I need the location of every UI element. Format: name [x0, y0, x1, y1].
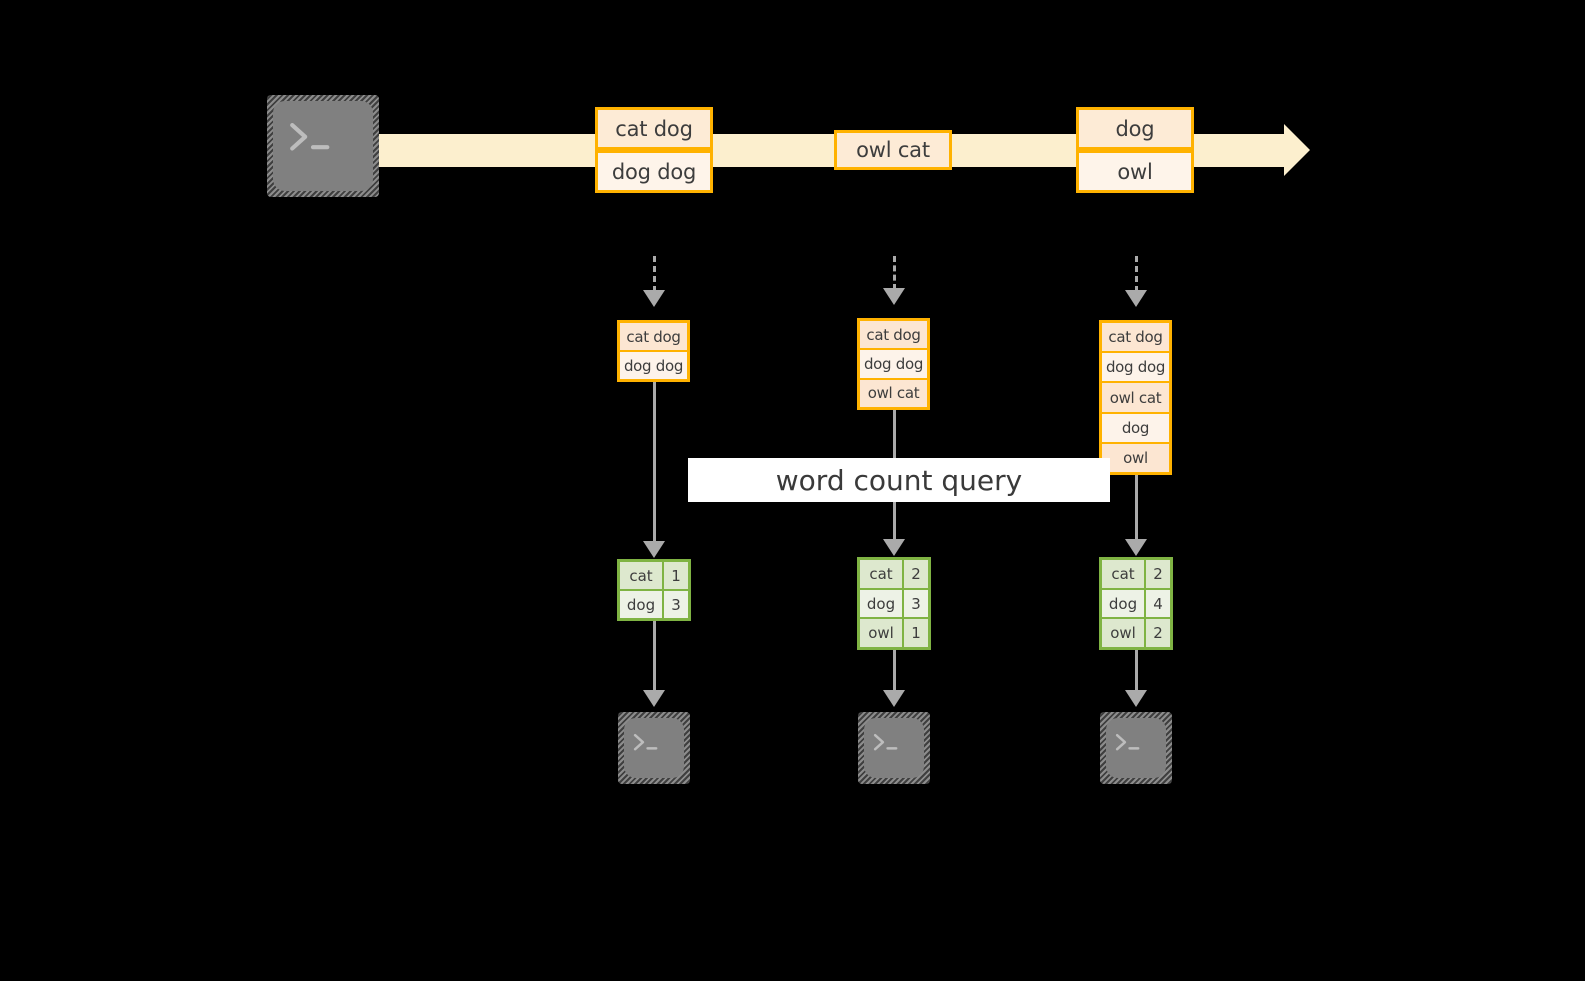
stream-record-text: owl cat: [856, 138, 930, 162]
terminal-prompt-icon: [290, 123, 330, 151]
result-word: owl: [1102, 619, 1146, 648]
snapshot-3-query-arrow-head-icon: [1125, 539, 1147, 556]
stream-record-text: cat dog: [615, 116, 693, 141]
accumulated-text: dog: [1121, 418, 1150, 437]
result-count: 1: [904, 619, 928, 648]
accumulated-row: cat dog: [620, 323, 687, 352]
table-row: owl 1: [860, 619, 928, 648]
table-row: cat 1: [620, 562, 688, 591]
terminal-prompt-icon: [1116, 733, 1140, 751]
snapshot-1-result-table: cat 1 dog 3: [617, 559, 691, 621]
query-banner-label: word count query: [775, 463, 1023, 497]
accumulated-text: owl cat: [1109, 388, 1162, 407]
table-row: owl 2: [1102, 619, 1170, 648]
snapshot-1-dashed-connector: [653, 256, 656, 292]
snapshot-1-sink-terminal-icon[interactable]: [618, 712, 690, 784]
result-count: 1: [664, 562, 688, 589]
stream-record-3-line-1: dog: [1076, 107, 1194, 150]
stream-record-text: dog: [1115, 116, 1155, 141]
snapshot-2-accumulated-stack: cat dog dog dog owl cat: [857, 318, 930, 410]
snapshot-2-sink-arrow-head-icon: [883, 690, 905, 707]
stream-record-1-line-2: dog dog: [595, 150, 713, 193]
terminal-prompt-icon: [634, 733, 658, 751]
result-word: dog: [1102, 589, 1146, 618]
result-count: 2: [904, 560, 928, 588]
result-count: 2: [1146, 560, 1170, 588]
snapshot-2-result-table: cat 2 dog 3 owl 1: [857, 557, 931, 650]
snapshot-3-sink-arrow-head-icon: [1125, 690, 1147, 707]
terminal-prompt-icon: [874, 733, 898, 751]
snapshot-3-dashed-arrow-head-icon: [1125, 290, 1147, 307]
result-word: dog: [620, 591, 664, 618]
snapshot-1-accumulated-stack: cat dog dog dog: [617, 320, 690, 382]
accumulated-row: dog dog: [860, 350, 927, 380]
snapshot-3-accumulated-stack: cat dog dog dog owl cat dog owl: [1099, 320, 1172, 475]
result-word: cat: [1102, 560, 1146, 588]
snapshot-1-sink-arrow-head-icon: [643, 690, 665, 707]
accumulated-row: owl cat: [1102, 383, 1169, 414]
snapshot-3-sink-connector: [1135, 650, 1138, 693]
result-word: dog: [860, 589, 904, 618]
snapshot-2-dashed-connector: [893, 256, 896, 290]
word-count-query-banner: word count query: [688, 458, 1110, 502]
snapshot-2-sink-terminal-icon[interactable]: [858, 712, 930, 784]
accumulated-text: dog dog: [863, 354, 924, 373]
accumulated-row: dog dog: [620, 352, 687, 379]
accumulated-text: owl: [1123, 448, 1148, 467]
snapshot-1-query-arrow-head-icon: [643, 541, 665, 558]
terminal-screen: [1106, 718, 1166, 778]
accumulated-text: cat dog: [1108, 328, 1163, 347]
accumulated-row: dog: [1102, 413, 1169, 444]
snapshot-3-query-connector: [1135, 475, 1138, 542]
result-count: 3: [904, 589, 928, 618]
terminal-screen: [273, 101, 373, 191]
snapshot-2-query-arrow-head-icon: [883, 539, 905, 556]
snapshot-1-sink-connector: [653, 621, 656, 693]
table-row: cat 2: [860, 560, 928, 590]
accumulated-row: owl cat: [860, 379, 927, 407]
stream-record-text: owl: [1117, 159, 1153, 184]
table-row: cat 2: [1102, 560, 1170, 590]
snapshot-2-dashed-arrow-head-icon: [883, 288, 905, 305]
result-word: owl: [860, 619, 904, 648]
stream-arrow-head-icon: [1284, 124, 1310, 176]
stream-record-text: dog dog: [611, 159, 697, 184]
table-row: dog 4: [1102, 589, 1170, 620]
snapshot-1-query-connector: [653, 382, 656, 544]
snapshot-2-sink-connector: [893, 650, 896, 693]
accumulated-row: dog dog: [1102, 353, 1169, 384]
snapshot-3-dashed-connector: [1135, 256, 1138, 292]
terminal-screen: [624, 718, 684, 778]
stream-record-1-line-1: cat dog: [595, 107, 713, 150]
table-row: dog 3: [620, 591, 688, 618]
table-row: dog 3: [860, 589, 928, 620]
result-count: 3: [664, 591, 688, 618]
stream-record-2-line-1: owl cat: [834, 130, 952, 170]
result-word: cat: [860, 560, 904, 588]
snapshot-3-sink-terminal-icon[interactable]: [1100, 712, 1172, 784]
source-terminal-icon[interactable]: [267, 95, 379, 197]
result-count: 2: [1146, 619, 1170, 648]
accumulated-row: cat dog: [1102, 323, 1169, 354]
accumulated-text: cat dog: [626, 327, 681, 346]
accumulated-text: owl cat: [867, 384, 920, 403]
snapshot-3-result-table: cat 2 dog 4 owl 2: [1099, 557, 1173, 650]
result-word: cat: [620, 562, 664, 589]
accumulated-text: cat dog: [866, 325, 921, 344]
accumulated-row: cat dog: [860, 321, 927, 351]
terminal-screen: [864, 718, 924, 778]
stream-record-3-line-2: owl: [1076, 150, 1194, 193]
accumulated-text: dog dog: [623, 356, 684, 375]
accumulated-text: dog dog: [1105, 358, 1166, 377]
result-count: 4: [1146, 589, 1170, 618]
accumulated-row: owl: [1102, 443, 1169, 473]
snapshot-1-dashed-arrow-head-icon: [643, 290, 665, 307]
